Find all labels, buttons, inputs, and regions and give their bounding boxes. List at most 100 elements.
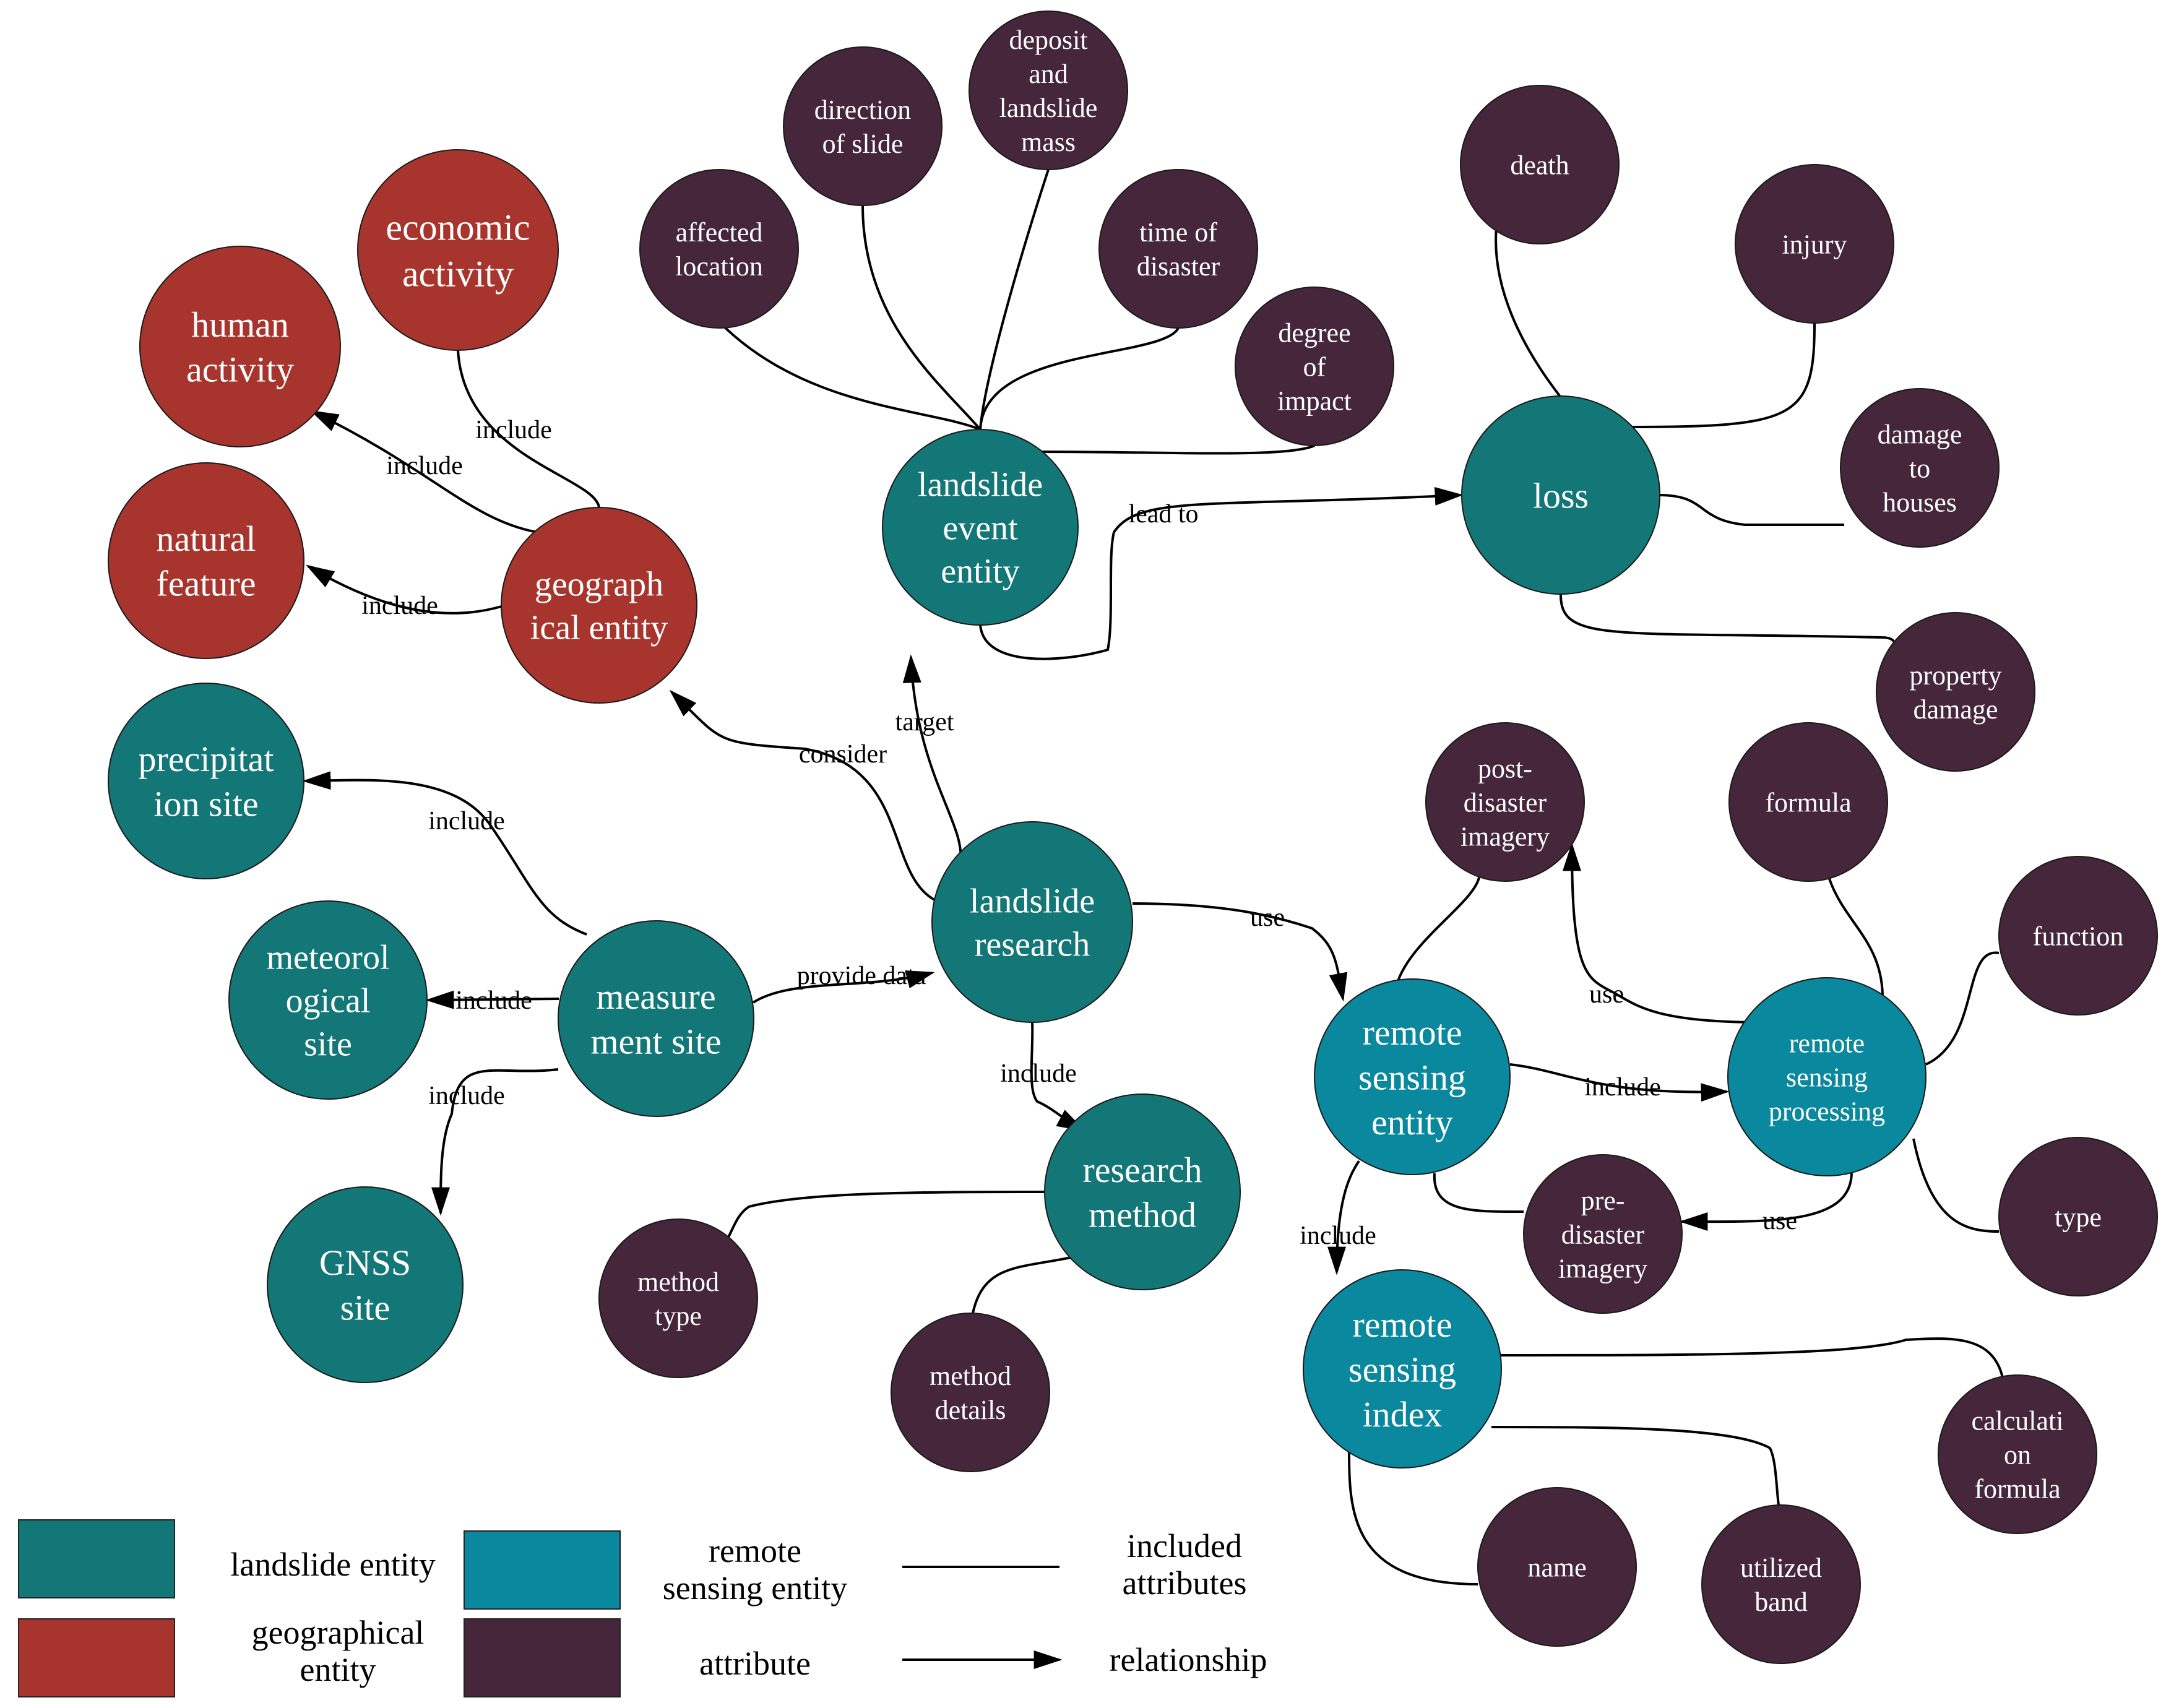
node-function-circle [1998,856,2158,1016]
node-research-method: research method [1044,1093,1241,1290]
node-method-details-label: details [935,1395,1006,1425]
edge-loss-property [1559,592,1896,657]
node-deposit-landslide-mass-label: deposit [1009,25,1087,55]
edge-event-loss [979,487,1464,660]
node-post-disaster-imagery-label: post- [1478,753,1532,783]
edge-label-use-rsentity: use [1250,904,1285,932]
edge-rsentity-index [1327,1160,1360,1275]
node-affected-location-circle [639,169,799,329]
node-damage-to-houses-label: houses [1883,487,1957,517]
edge-label-include-natural: include [361,592,438,620]
edge-labels-layer: include include include consider target lead … [361,416,1797,1250]
node-direction-of-slide-circle [783,46,943,206]
node-landslide-research-label: landslide [970,882,1095,921]
node-method-details: method details [891,1313,1050,1472]
node-gnss-site-label: GNSS [319,1243,411,1283]
node-loss-label: loss [1533,475,1589,515]
node-pre-disaster-imagery-circle [1523,1154,1683,1314]
node-direction-of-slide-label: direction [814,95,911,125]
node-remote-sensing-processing-circle [1727,977,1927,1176]
edge-index-name [1348,1447,1478,1585]
node-formula-circle [1728,722,1888,882]
node-human-activity-label: activity [186,350,294,390]
edge-research-geo [669,689,935,901]
node-type: type [1998,1137,2158,1296]
legend-label-included-attributes: included [1127,1527,1242,1564]
legend-label-geographical-entity: entity [300,1651,376,1688]
node-deposit-landslide-mass-label: and [1029,59,1068,89]
node-economic-activity-label: economic [386,207,530,248]
node-calculation-formula-label: on [2004,1439,2031,1470]
node-remote-sensing-processing-label: sensing [1786,1062,1868,1092]
edge-label-lead-to: lead to [1128,500,1198,528]
node-landslide-event-entity-circle [882,429,1079,626]
node-human-activity: human activity [139,246,341,447]
legend-swatch-geographical-entity [18,1618,175,1697]
node-utilized-band-circle [1701,1504,1861,1664]
legend-swatch-landslide-entity [18,1519,175,1598]
node-degree-of-impact-label: degree [1278,317,1350,348]
edge-loss-death [1495,216,1562,399]
edge-label-include-method: include [1000,1059,1077,1088]
node-death-label: death [1510,150,1569,180]
node-human-activity-label: human [191,304,289,345]
node-pre-disaster-imagery-label: imagery [1558,1253,1647,1283]
node-time-of-disaster-label: time of [1139,217,1217,248]
edge-rsentity-pre [1433,1173,1524,1214]
node-landslide-research-label: research [975,926,1090,964]
edge-research-rsentity [1132,902,1348,1002]
edge-geo-economic [457,350,600,508]
node-time-of-disaster-circle [1098,169,1258,329]
edge-label-include-gnss: include [428,1082,505,1110]
edge-label-consider: consider [799,740,887,769]
node-remote-sensing-index-circle [1303,1269,1502,1469]
node-measurement-site-label: ment site [590,1022,721,1062]
edge-event-degree [1039,444,1315,455]
edge-loss-injury [1622,322,1816,428]
node-injury-label: injury [1782,229,1847,259]
node-calculation-formula-label: formula [1974,1473,2060,1504]
node-gnss-site-circle [267,1186,464,1383]
node-research-method-label: research [1082,1150,1202,1190]
legend-label-relationship: relationship [1110,1641,1267,1678]
node-death: death [1460,85,1620,244]
edge-event-time [979,327,1180,430]
edge-processing-post [1563,842,1753,1024]
edge-label-include-economic: include [475,416,552,444]
node-natural-feature-label: feature [157,564,256,604]
edge-label-target: target [895,708,954,736]
node-geographical-entity-circle [501,507,697,704]
edge-index-band [1491,1426,1780,1506]
node-calculation-formula-circle [1938,1374,2097,1534]
node-precipitation-site-label: ion site [153,784,258,824]
node-degree-of-impact-label: of [1303,352,1326,382]
node-method-type-label: method [637,1267,719,1297]
edge-processing-formula [1828,878,1884,996]
node-research-method-label: method [1089,1195,1196,1235]
edge-measurement-gnss [431,1068,559,1216]
node-injury-circle [1735,164,1894,324]
node-formula-label: formula [1765,787,1851,817]
legend-label-remote-sensing-entity: sensing entity [663,1569,847,1607]
node-natural-feature-label: natural [156,519,256,559]
node-landslide-research: landslide research [931,821,1133,1023]
node-post-disaster-imagery-circle [1425,722,1585,882]
node-method-details-label: method [930,1361,1011,1391]
node-calculation-formula-label: calculati [1971,1405,2063,1436]
node-death-circle [1460,85,1620,244]
node-pre-disaster-imagery-label: disaster [1561,1219,1645,1249]
edge-label-include-processing: include [1584,1073,1661,1102]
